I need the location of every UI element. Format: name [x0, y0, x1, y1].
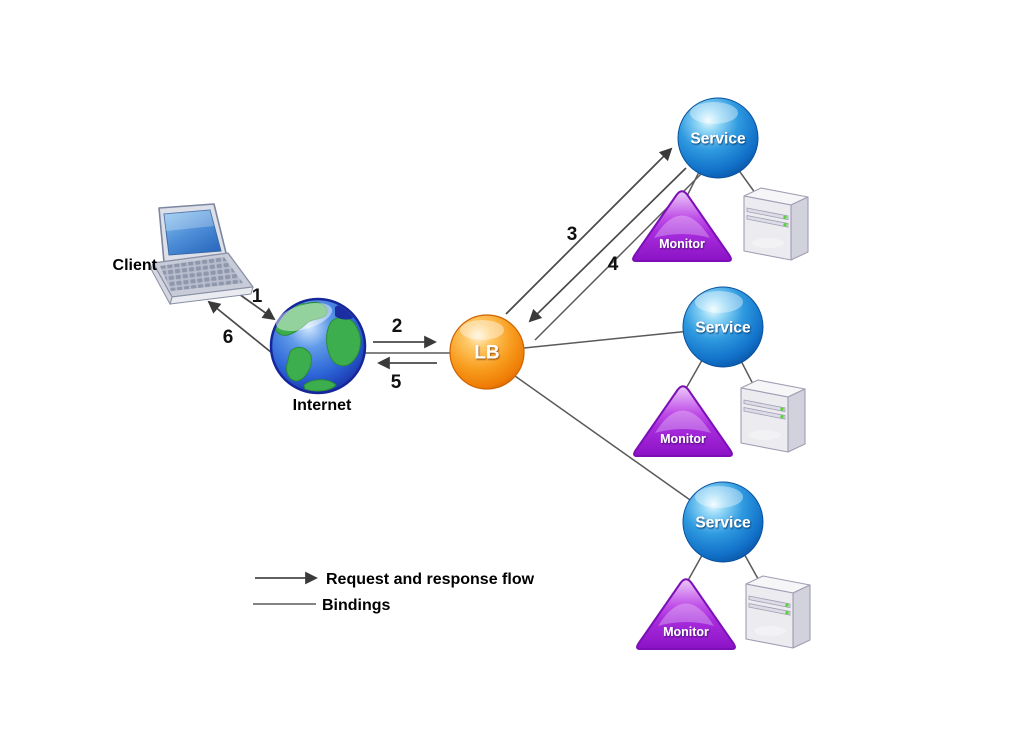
flow-step-label-6: 6 [223, 327, 234, 348]
legend: Request and response flow Bindings [253, 571, 535, 614]
monitor-label-2: Monitor [660, 432, 706, 446]
monitor-label-1: Monitor [659, 237, 705, 251]
service-label-2: Service [695, 320, 751, 337]
flow-step-label-3: 3 [567, 224, 578, 245]
client-laptop-icon [150, 203, 254, 306]
client-label: Client [113, 257, 158, 274]
internet-label: Internet [293, 397, 352, 414]
lb-label: LB [474, 343, 499, 364]
service-label-3: Service [695, 515, 751, 532]
service-label-1: Service [690, 131, 746, 148]
flow-arrow-3 [505, 147, 673, 315]
server-icon-3 [745, 575, 811, 649]
flow-step-label-5: 5 [391, 372, 402, 393]
flow-step-label-2: 2 [392, 316, 403, 337]
internet-globe-icon [269, 297, 367, 395]
lb-sphere [449, 314, 525, 390]
binding-service1-monitor1 [686, 169, 701, 197]
monitor-label-3: Monitor [663, 625, 709, 639]
flow-arrow-4 [528, 167, 687, 323]
flow-arrow-6 [207, 300, 273, 354]
binding-lb-service-3 [514, 375, 701, 508]
legend-bindings-label: Bindings [322, 597, 391, 614]
flow-step-label-1: 1 [252, 286, 263, 307]
legend-request-label: Request and response flow [326, 571, 535, 588]
flow-step-label-4: 4 [608, 254, 619, 275]
server-icon-2 [740, 379, 806, 453]
server-icon-1 [743, 187, 809, 261]
binding-lb-service-2 [523, 329, 701, 349]
